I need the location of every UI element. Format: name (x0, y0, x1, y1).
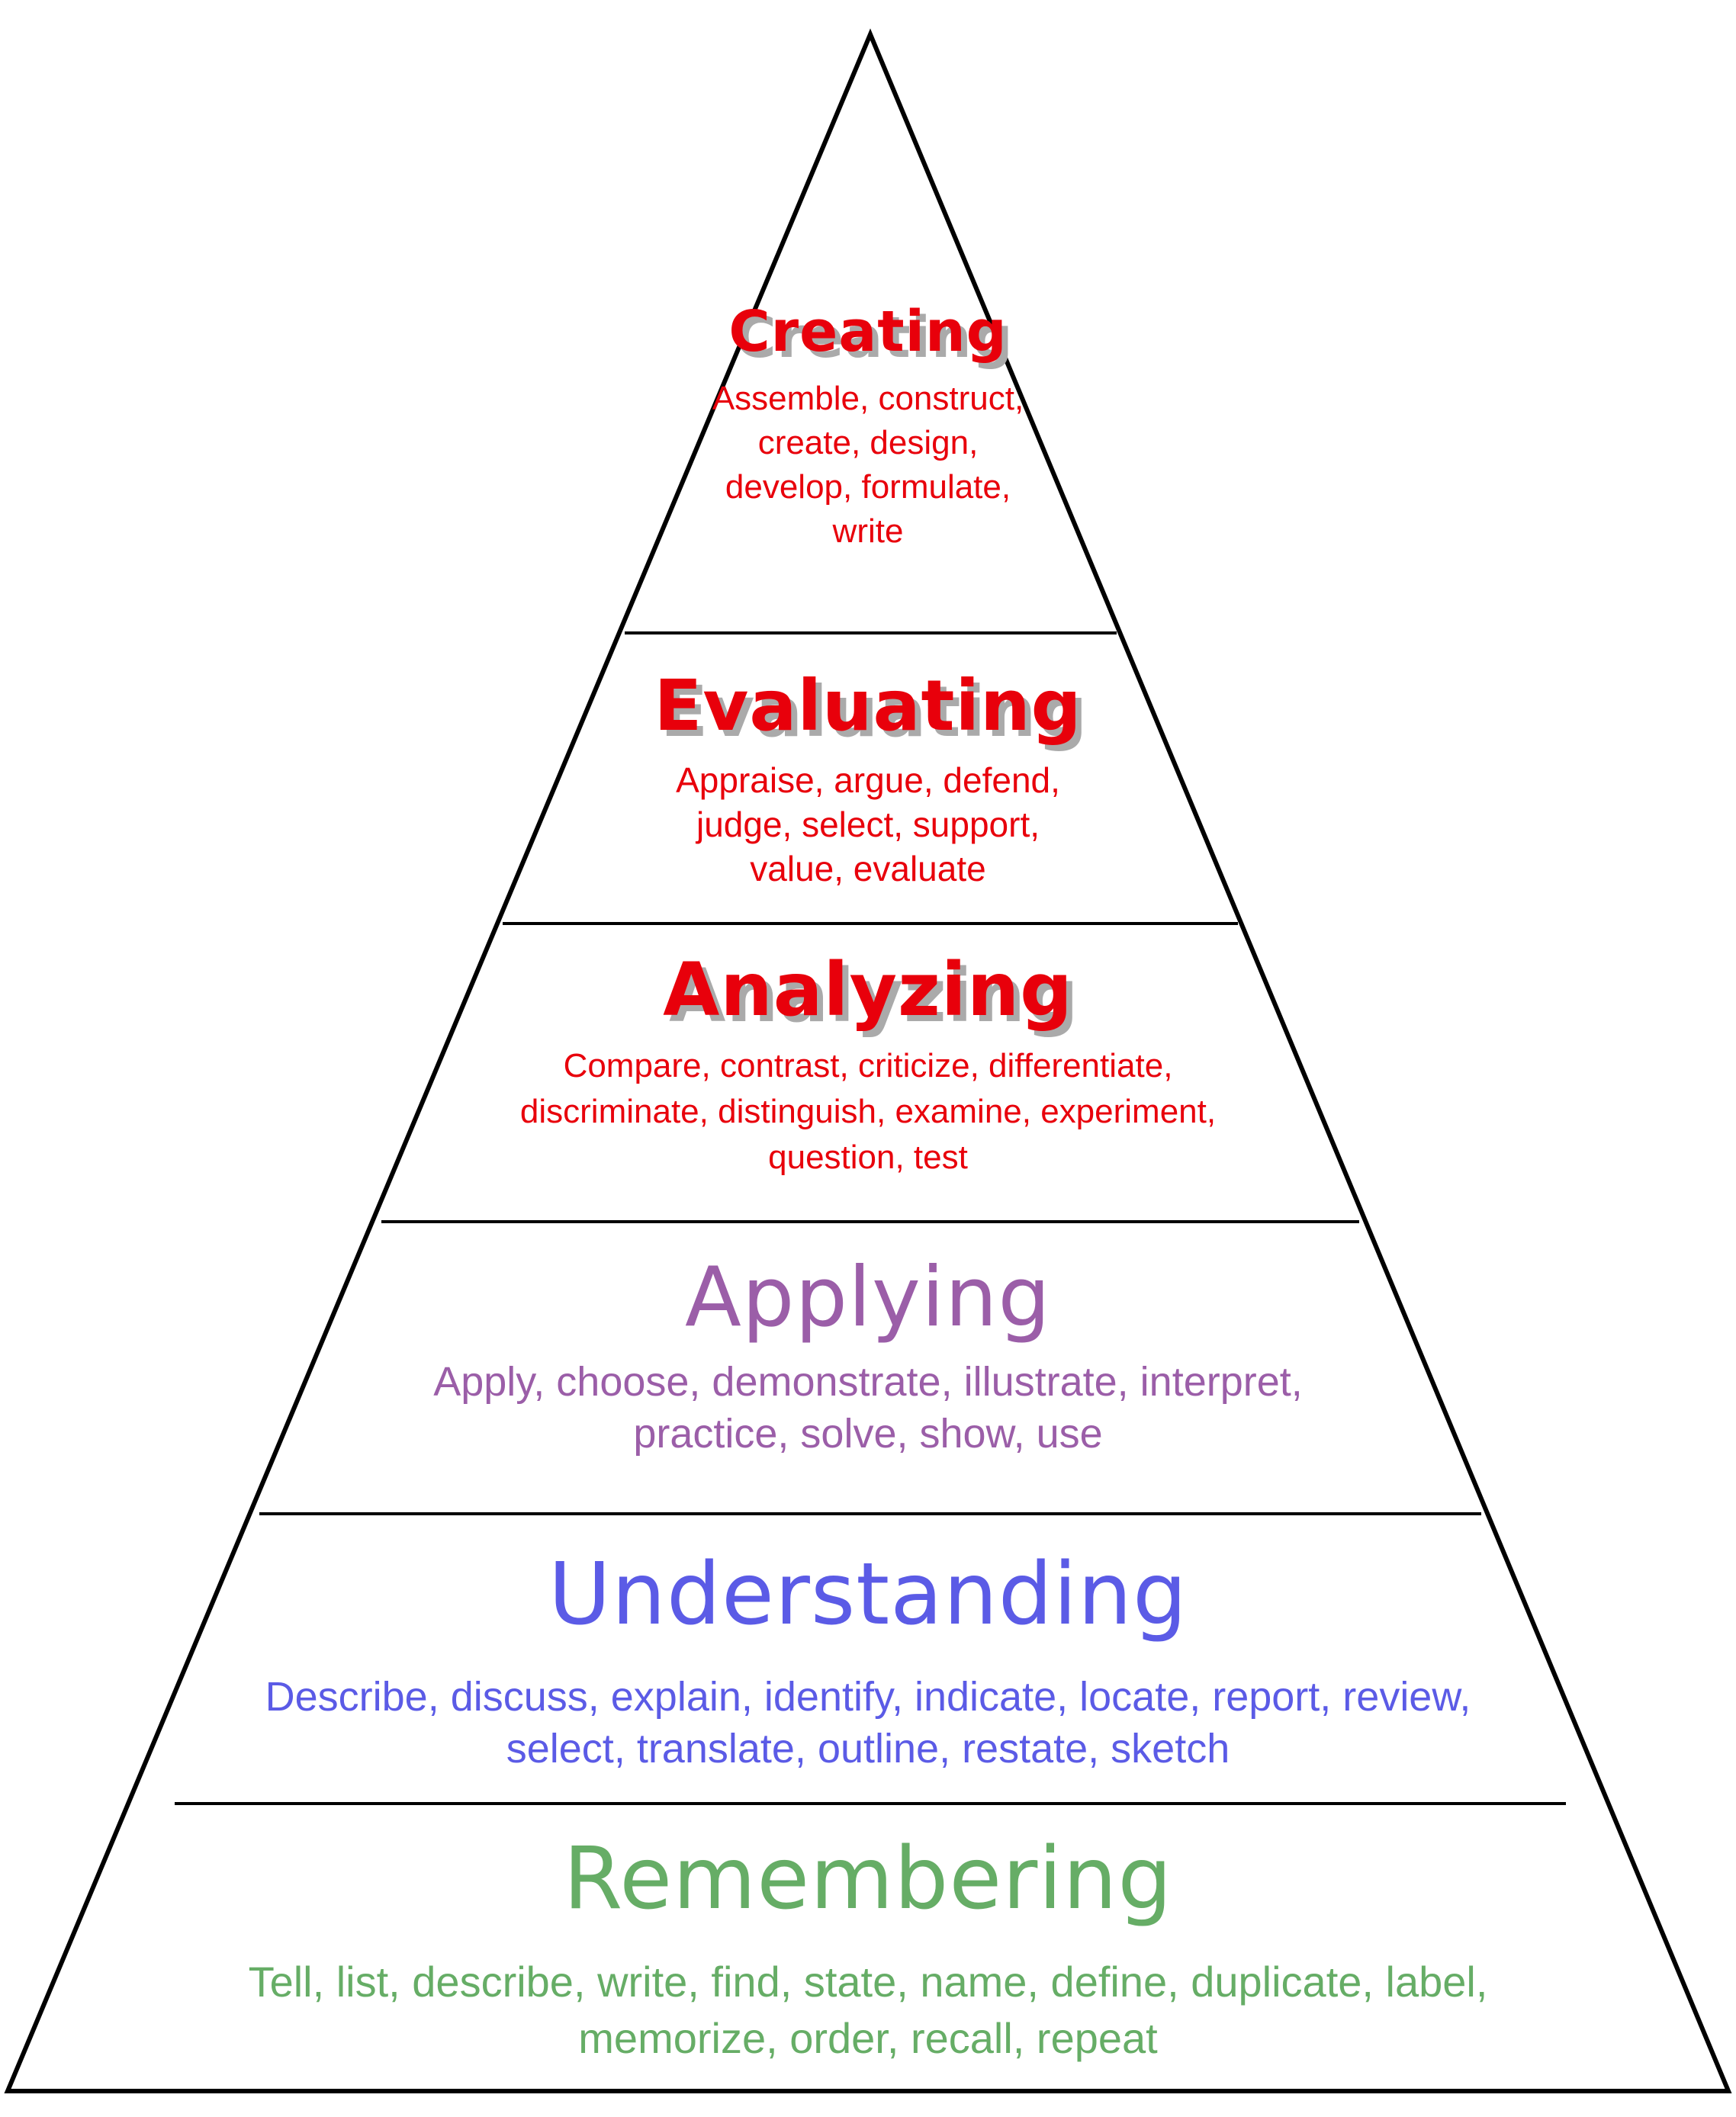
tier-title-analyzing: Analyzing (663, 947, 1073, 1033)
tier-verbs-applying: Apply, choose, demonstrate, illustrate, … (433, 1359, 1303, 1457)
tier-verbs-evaluating: Appraise, argue, defend, judge, select, … (676, 760, 1060, 888)
tier-title-creating: Creating (728, 299, 1008, 365)
tier-verbs-understanding: Describe, discuss, explain, identify, in… (265, 1674, 1471, 1772)
tier-creating: Creating Assemble, construct, create, de… (0, 304, 1736, 554)
tier-understanding: Understanding Describe, discuss, explain… (0, 1552, 1736, 1775)
tier-evaluating: Evaluating Appraise, argue, defend, judg… (0, 671, 1736, 891)
tier-title-evaluating: Evaluating (654, 665, 1082, 747)
tier-title-applying: Applying (685, 1250, 1051, 1345)
tier-applying: Applying Apply, choose, demonstrate, ill… (0, 1257, 1736, 1460)
tier-analyzing: Analyzing Compare, contrast, criticize, … (0, 953, 1736, 1181)
tier-title-understanding: Understanding (548, 1545, 1188, 1644)
pyramid-outline (4, 28, 1732, 2093)
tier-verbs-remembering: Tell, list, describe, write, find, state… (248, 1958, 1488, 2062)
tier-title-remembering: Remembering (563, 1829, 1173, 1929)
tier-verbs-creating: Assemble, construct, create, design, dev… (712, 380, 1024, 550)
tier-remembering: Remembering Tell, list, describe, write,… (0, 1836, 1736, 2067)
tier-verbs-analyzing: Compare, contrast, criticize, differenti… (519, 1047, 1217, 1176)
